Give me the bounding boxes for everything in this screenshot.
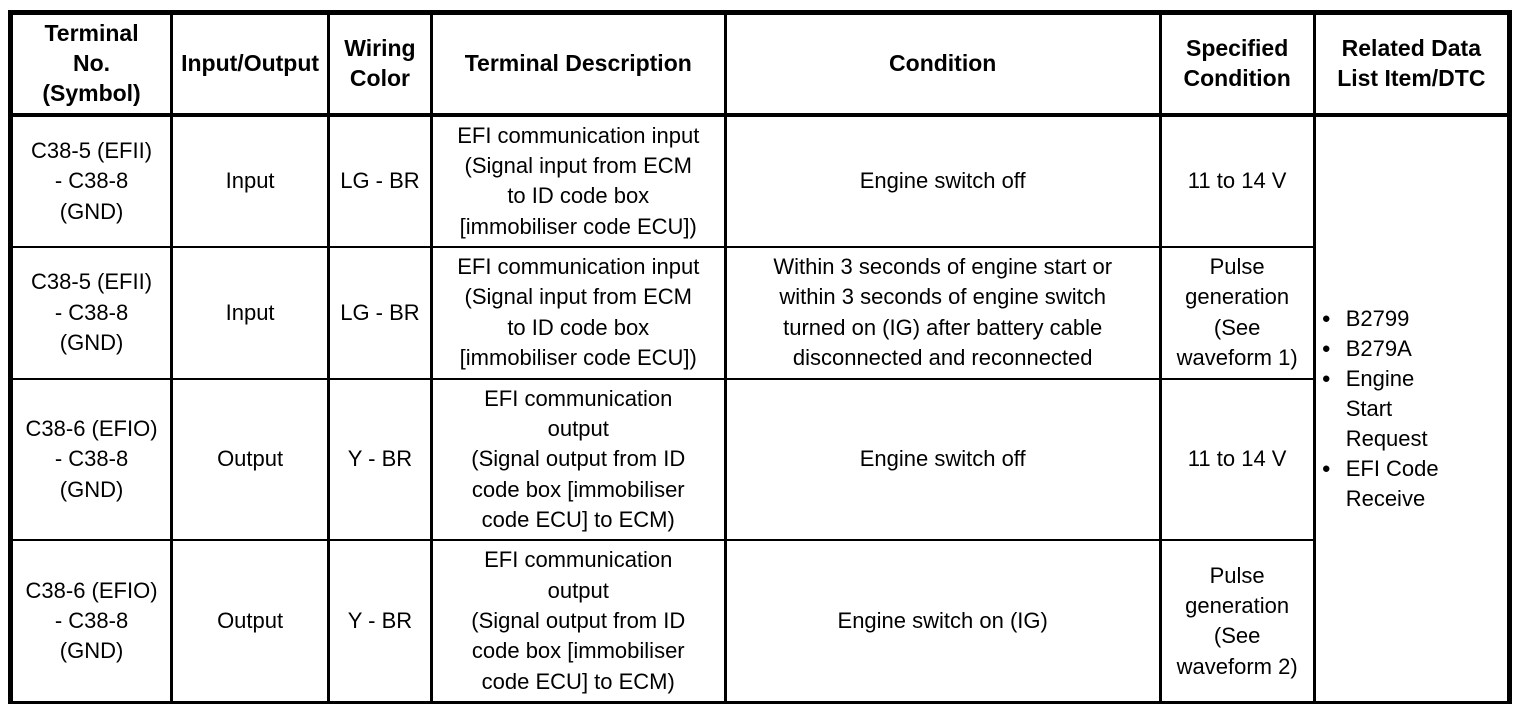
cell-condition: Engine switch off xyxy=(723,377,1162,542)
cell-condition: Engine switch off xyxy=(723,113,1162,249)
cell-wiring-color: LG - BR xyxy=(327,113,433,249)
cell-terminal-no: C38-5 (EFII) - C38-8 (GND) xyxy=(8,113,174,249)
header-terminal-description: Terminal Description xyxy=(429,11,727,117)
cell-terminal-description: EFI communication input (Signal input fr… xyxy=(429,113,727,249)
cell-terminal-no: C38-6 (EFIO) - C38-8 (GND) xyxy=(8,377,174,542)
cell-input-output: Input xyxy=(170,246,331,380)
related-dtc-list: ● B2799 ● B279A ● Engine Start Request ● EFI Co… xyxy=(1322,304,1501,514)
dtc-item-text: Engine Start Request xyxy=(1345,366,1428,451)
table-row: C38-6 (EFIO) - C38-8 (GND) Output Y - BR… xyxy=(8,539,1510,704)
cell-wiring-color: Y - BR xyxy=(327,539,433,704)
dtc-item-text: EFI Code Receive xyxy=(1345,455,1439,511)
header-terminal-no: Terminal No. (Symbol) xyxy=(8,11,174,117)
cell-terminal-description: EFI communication output (Signal output … xyxy=(429,539,727,704)
dtc-item-text: B2799 xyxy=(1345,306,1410,332)
cell-condition: Engine switch on (IG) xyxy=(723,539,1162,704)
bullet-icon: ● xyxy=(1321,459,1331,477)
cell-terminal-no: C38-6 (EFIO) - C38-8 (GND) xyxy=(8,539,174,704)
cell-specified-condition: 11 to 14 V xyxy=(1158,377,1316,542)
header-wiring-color: Wiring Color xyxy=(327,11,433,117)
table-row: C38-6 (EFIO) - C38-8 (GND) Output Y - BR… xyxy=(8,377,1510,542)
dtc-list-item: ● B279A xyxy=(1322,334,1501,364)
header-specified-condition: Specified Condition xyxy=(1158,11,1316,117)
table-row: C38-5 (EFII) - C38-8 (GND) Input LG - BR… xyxy=(8,246,1510,380)
cell-specified-condition: Pulse generation (See waveform 1) xyxy=(1158,246,1316,380)
cell-terminal-no: C38-5 (EFII) - C38-8 (GND) xyxy=(8,246,174,380)
header-input-output: Input/Output xyxy=(170,11,331,117)
bullet-icon: ● xyxy=(1321,310,1331,328)
dtc-list-item: ● EFI Code Receive xyxy=(1322,454,1501,514)
dtc-list-item: ● B2799 xyxy=(1322,304,1501,334)
header-related-data: Related Data List Item/DTC xyxy=(1312,11,1512,117)
cell-wiring-color: Y - BR xyxy=(327,377,433,542)
cell-wiring-color: LG - BR xyxy=(327,246,433,380)
header-condition: Condition xyxy=(723,11,1162,117)
dtc-list-item: ● Engine Start Request xyxy=(1322,364,1501,454)
cell-terminal-description: EFI communication input (Signal input fr… xyxy=(429,246,727,380)
cell-terminal-description: EFI communication output (Signal output … xyxy=(429,377,727,542)
cell-specified-condition: Pulse generation (See waveform 2) xyxy=(1158,539,1316,704)
cell-related-dtc: ● B2799 ● B279A ● Engine Start Request ● EFI Co… xyxy=(1312,113,1512,704)
cell-input-output: Output xyxy=(170,377,331,542)
cell-input-output: Output xyxy=(170,539,331,704)
table-row: C38-5 (EFII) - C38-8 (GND) Input LG - BR… xyxy=(8,113,1512,704)
cell-condition: Within 3 seconds of engine start or with… xyxy=(723,246,1162,380)
terminal-spec-table: Terminal No. (Symbol) Input/Output Wirin… xyxy=(8,10,1512,704)
dtc-item-text: B279A xyxy=(1345,336,1412,362)
bullet-icon: ● xyxy=(1321,340,1331,358)
cell-specified-condition: 11 to 14 V xyxy=(1158,113,1316,249)
bullet-icon: ● xyxy=(1321,370,1331,388)
header-row: Terminal No. (Symbol) Input/Output Wirin… xyxy=(8,11,1512,117)
cell-input-output: Input xyxy=(170,113,331,249)
